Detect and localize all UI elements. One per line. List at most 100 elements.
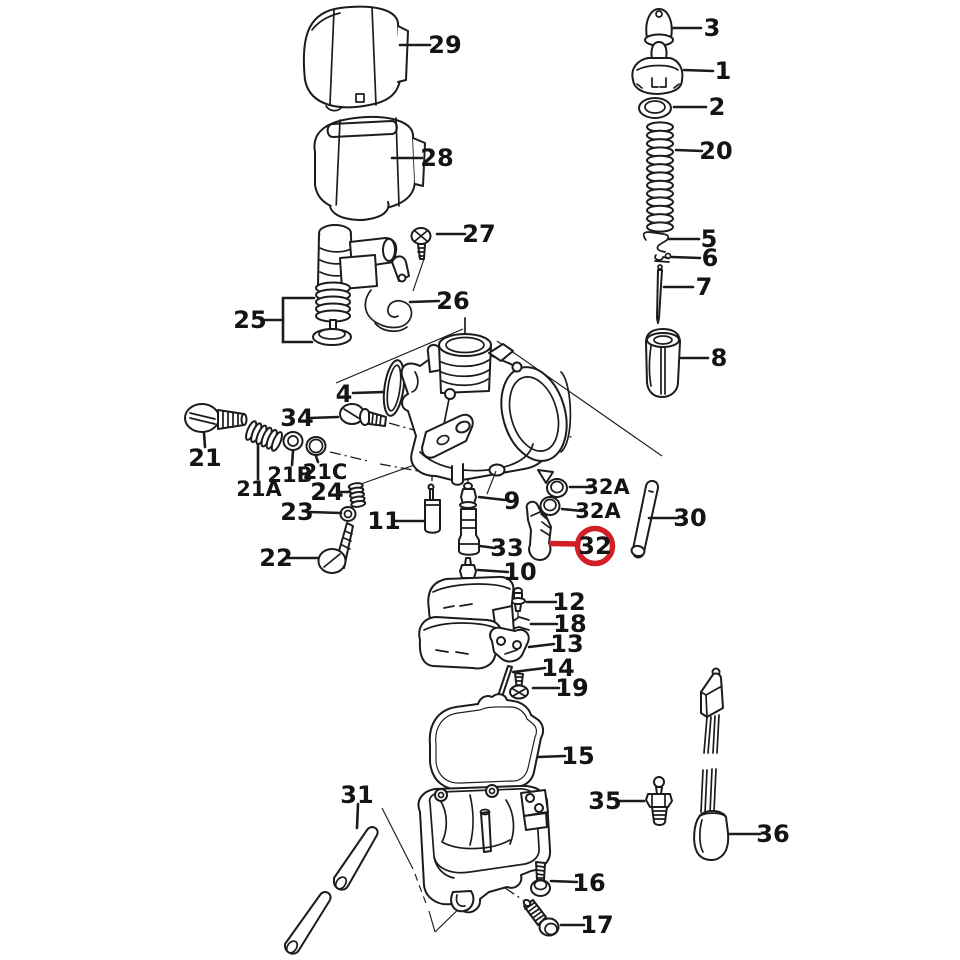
assembly-direction-arrow (537, 469, 554, 484)
part-label-4: 4 (336, 380, 353, 408)
part-label-5: 5 (701, 225, 718, 253)
spring-coil (270, 431, 283, 452)
leader-line-15 (536, 754, 567, 759)
leader-line-21 (202, 431, 207, 449)
part-label-23: 23 (280, 498, 313, 526)
part-32a-oring-2-drawing (539, 496, 561, 516)
highlight-leader-line (548, 540, 579, 547)
part-label-32: 32 (578, 532, 611, 560)
part-label-15: 15 (561, 742, 594, 770)
part-label-28: 28 (420, 144, 453, 172)
part-label-18: 18 (553, 610, 586, 638)
part-19-screw-drawing (509, 672, 529, 700)
carburetor-body-drawing (400, 317, 572, 486)
part-label-14: 14 (541, 654, 574, 682)
part-35-plug-drawing (645, 776, 673, 826)
part-11-jet-drawing (424, 483, 441, 534)
part-32-starter-jet-drawing (525, 500, 552, 561)
part-32a-oring-1-drawing (546, 478, 568, 498)
part-12-valve-drawing (510, 587, 526, 612)
part-label-13: 13 (550, 630, 583, 658)
part-label-1: 1 (715, 57, 732, 85)
part-26-lever-drawing (364, 255, 413, 333)
part-23-washer-drawing (339, 506, 357, 522)
leader-line-4 (351, 390, 386, 395)
part-label-26: 26 (436, 287, 469, 315)
leader-line-23 (307, 510, 343, 515)
part-5-clip-drawing (642, 231, 670, 253)
part-22-screw-drawing (317, 522, 354, 574)
part-label-27: 27 (462, 220, 495, 248)
part-31-pipes-drawing (284, 826, 379, 955)
highlight-layer (548, 525, 616, 567)
part-label-10: 10 (503, 558, 536, 586)
part-21a-spring-drawing (245, 420, 283, 452)
part-1-top-cover-drawing (631, 41, 684, 95)
part-label-36: 36 (756, 820, 789, 848)
leader-line-26 (408, 299, 441, 304)
part-36-holder-drawing (693, 667, 730, 861)
leader-line-6 (670, 255, 702, 260)
leader-line-20 (674, 148, 704, 153)
part-label-34: 34 (280, 404, 313, 432)
part-label-19: 19 (555, 674, 588, 702)
part-label-22: 22 (259, 544, 292, 572)
part-label-32A-2: 32A (575, 499, 621, 523)
leader-line-14 (511, 666, 547, 674)
part-label-21B: 21B (267, 463, 312, 487)
leader-line-34 (308, 415, 340, 420)
part-13-float-arm-drawing (489, 626, 530, 663)
part-33-needle-jet-drawing (458, 508, 480, 556)
part-label-12: 12 (552, 588, 585, 616)
part-24-spring-drawing (347, 482, 367, 508)
part-label-33: 33 (490, 534, 523, 562)
leader-line-10 (476, 568, 510, 574)
part-30-pipe-drawing (630, 480, 660, 559)
part-34-screw-drawing (339, 403, 387, 427)
part-17-screw-drawing (522, 898, 560, 937)
leader-line-13 (527, 642, 556, 649)
part-27-screw-drawing (410, 227, 432, 260)
leader-line-21C (314, 454, 320, 464)
spring-coil (350, 499, 367, 508)
labels-layer: 29282726253122056784342121A21B21C2423221… (188, 14, 789, 939)
part-label-31: 31 (340, 781, 373, 809)
part-20-spring-drawing (646, 121, 674, 233)
part-7-jet-needle-drawing (656, 264, 663, 324)
part-4-oring-drawing (382, 359, 406, 417)
leader-line-32A-2 (560, 507, 584, 513)
part-25-starter-plunger-drawing (312, 224, 398, 346)
part-16-screw-drawing (530, 861, 551, 897)
spring-coil (646, 221, 674, 233)
leader-line-1 (682, 68, 715, 73)
part-9-jet-drawing (459, 482, 477, 509)
part-label-16: 16 (572, 869, 605, 897)
part-label-20: 20 (699, 137, 732, 165)
part-label-29: 29 (428, 31, 461, 59)
part-label-21: 21 (188, 444, 221, 472)
leader-line-9 (477, 495, 507, 502)
part-label-24: 24 (310, 478, 343, 506)
leader-line-31 (355, 802, 360, 830)
part-label-21C: 21C (303, 460, 348, 484)
part-2-ring-drawing (638, 97, 672, 119)
part-label-9: 9 (504, 487, 521, 515)
highlight-circle-part-32 (574, 525, 616, 567)
part-label-6: 6 (702, 244, 719, 272)
part-15-gasket-drawing (428, 693, 545, 791)
part-21c-oring-drawing (305, 436, 327, 456)
part-8-throttle-slide-drawing (645, 328, 681, 398)
part-label-17: 17 (580, 911, 613, 939)
part-6-clip-drawing (654, 252, 672, 263)
part-21-screw-drawing (184, 403, 248, 433)
part-21b-washer-drawing (282, 431, 304, 451)
part-3-cap-drawing (644, 8, 674, 47)
float-bowl-drawing (417, 784, 552, 914)
callout-line (412, 258, 425, 292)
part-label-32A-1: 32A (584, 475, 630, 499)
part-label-21A: 21A (236, 477, 282, 501)
part-28-cover-drawing (313, 116, 426, 221)
part-label-11: 11 (367, 507, 400, 535)
part-label-30: 30 (673, 504, 706, 532)
